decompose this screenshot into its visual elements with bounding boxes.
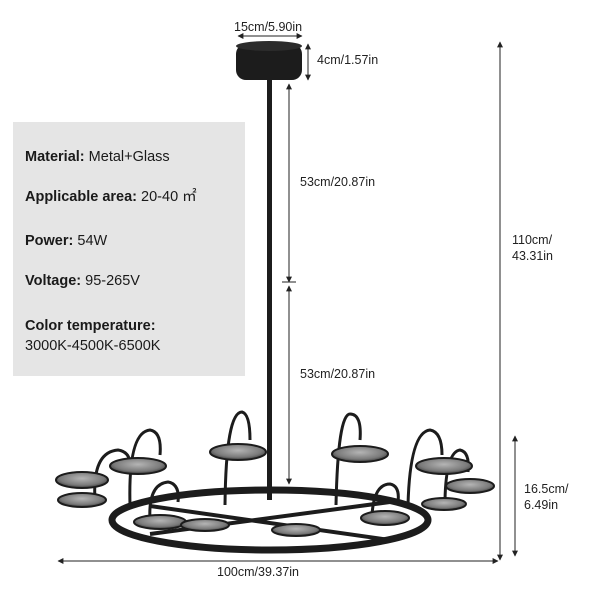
- color-temp-value: 3000K-4500K-6500K: [25, 338, 161, 354]
- spec-power: Power: 54W: [25, 232, 107, 250]
- material-label: Material:: [25, 149, 85, 165]
- rod-lower-length-label: 53cm/20.87in: [300, 367, 376, 381]
- hanging-rod: [267, 80, 272, 500]
- canopy: [236, 41, 302, 80]
- voltage-value: 95-265V: [85, 273, 140, 289]
- spec-color-temperature-value: 3000K-4500K-6500K: [25, 337, 160, 355]
- chandelier-ring: [108, 486, 432, 554]
- dimension-lines: [57, 33, 518, 564]
- color-temp-label: Color temperature:: [25, 318, 156, 334]
- diameter-label: 100cm/39.37in: [217, 565, 300, 579]
- fixture-height-label-line2: 6.49in: [524, 498, 559, 512]
- total-height-label-line1: 110cm/: [512, 233, 553, 247]
- canopy-height-label: 4cm/1.57in: [317, 53, 379, 67]
- rod-upper-length-label: 53cm/20.87in: [300, 175, 376, 189]
- spec-color-temperature-label: Color temperature:: [25, 317, 156, 335]
- power-value: 54W: [77, 233, 108, 249]
- spec-material: Material: Metal+Glass: [25, 148, 170, 166]
- voltage-label: Voltage:: [25, 273, 82, 289]
- material-value: Metal+Glass: [88, 149, 170, 165]
- spec-voltage: Voltage: 95-265V: [25, 272, 140, 290]
- area-label: Applicable area:: [25, 189, 138, 205]
- spec-panel: Material: Metal+Glass Applicable area: 2…: [13, 122, 245, 376]
- canopy-width-label: 15cm/5.90in: [234, 20, 303, 34]
- area-value: 20-40 ㎡: [141, 189, 197, 205]
- fixture-height-label-line1: 16.5cm/: [524, 482, 569, 496]
- spec-applicable-area: Applicable area: 20-40 ㎡: [25, 188, 197, 206]
- glass-shades: [55, 443, 495, 537]
- power-label: Power:: [25, 233, 74, 249]
- total-height-label-line2: 43.31in: [512, 249, 554, 263]
